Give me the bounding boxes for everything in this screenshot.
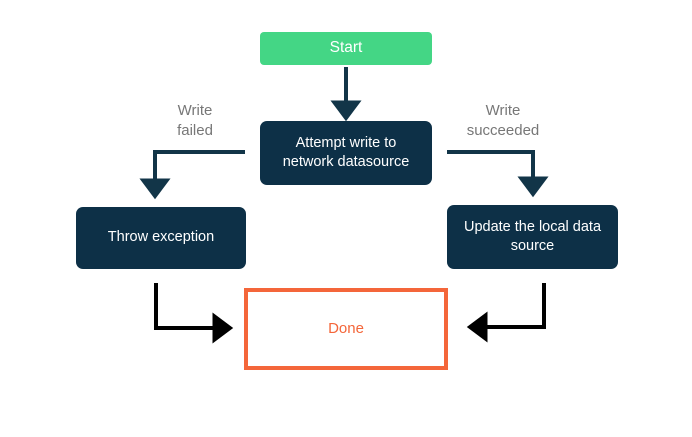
node-attempt-write[interactable]: Attempt write to network datasource — [260, 121, 432, 185]
node-update-local-data-source[interactable]: Update the local data source — [447, 205, 618, 269]
edge-label-write-failed: Write failed — [177, 102, 213, 140]
node-done[interactable]: Done — [244, 288, 448, 370]
edge-attempt-to-update — [447, 150, 549, 198]
edge-throw-to-done — [154, 283, 234, 344]
node-throw-exception[interactable]: Throw exception — [76, 207, 246, 269]
edge-update-to-done — [466, 283, 546, 343]
edge-attempt-to-throw — [139, 150, 245, 200]
node-start[interactable]: Start — [260, 32, 432, 65]
edge-label-write-succeeded: Write succeeded — [466, 102, 540, 140]
